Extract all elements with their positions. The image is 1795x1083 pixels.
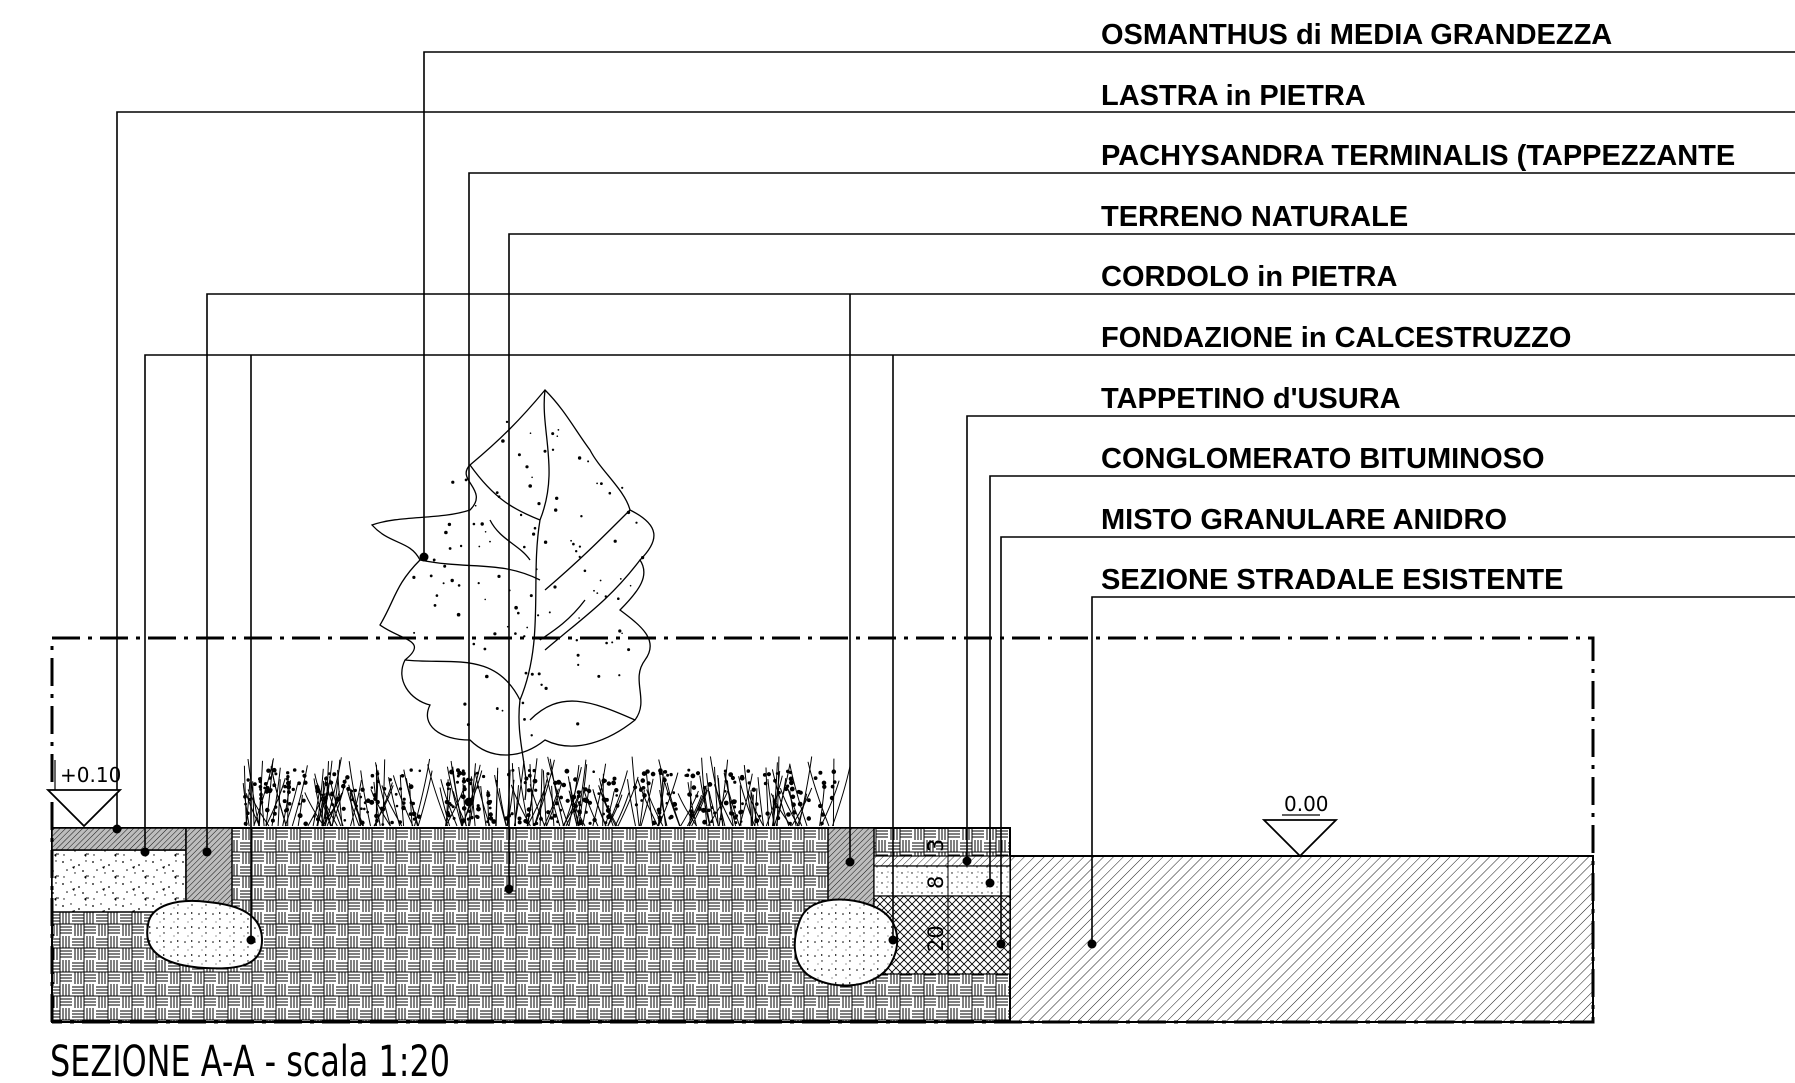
elevation-marker-left: +0.10: [45, 760, 123, 828]
dim-conglomerato: 8: [924, 876, 948, 889]
elevation-left-value: +0.10: [60, 763, 121, 787]
label-cordolo: CORDOLO in PIETRA: [1101, 261, 1398, 293]
drawing-title: SEZIONE A-A - scala 1:20: [50, 1037, 450, 1083]
leader-labels: OSMANTHUS di MEDIA GRANDEZZA LASTRA in P…: [1101, 19, 1735, 596]
label-sezione-stradale: SEZIONE STRADALE ESISTENTE: [1101, 564, 1563, 596]
label-terreno: TERRENO NATURALE: [1101, 201, 1408, 233]
leader-lines: [116, 51, 1795, 944]
label-lastra: LASTRA in PIETRA: [1101, 80, 1366, 112]
leader-dots: [112, 552, 1097, 949]
elevation-marker-right: 0.00: [1261, 792, 1339, 858]
label-pachysandra: PACHYSANDRA TERMINALIS (TAPPEZZANTE: [1101, 140, 1735, 172]
label-fondazione: FONDAZIONE in CALCESTRUZZO: [1101, 322, 1571, 354]
elevation-right-value: 0.00: [1284, 792, 1329, 816]
layer-dimensions: 3 8 20: [924, 839, 949, 974]
soil-body: [51, 827, 1594, 1023]
label-conglomerato: CONGLOMERATO BITUMINOSO: [1101, 443, 1545, 475]
section-boundary: [50, 636, 1595, 1024]
dim-misto: 20: [924, 925, 948, 952]
label-osmanthus: OSMANTHUS di MEDIA GRANDEZZA: [1101, 19, 1612, 51]
pachysandra-plants: [242, 756, 851, 827]
dim-tappetino: 3: [924, 839, 948, 852]
label-tappetino: TAPPETINO d'USURA: [1101, 383, 1401, 415]
label-misto: MISTO GRANULARE ANIDRO: [1101, 504, 1507, 536]
osmanthus-tree: [370, 389, 655, 801]
